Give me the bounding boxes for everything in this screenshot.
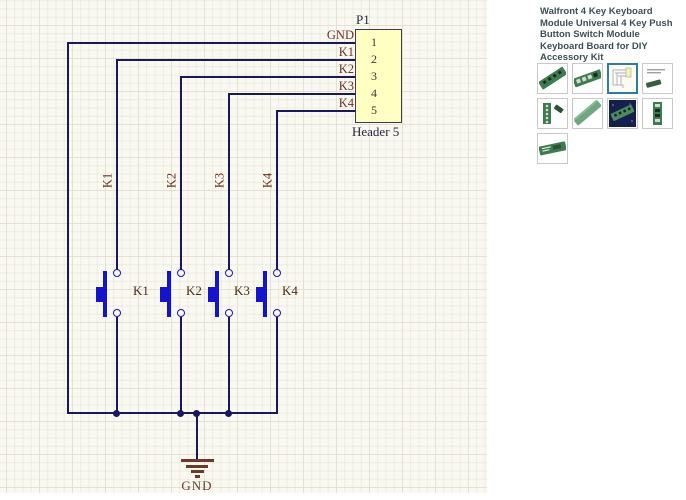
switch-bar-shape bbox=[215, 271, 219, 317]
wire-segment bbox=[116, 59, 118, 270]
thumbnail-pcb-with-header-pin-photo[interactable] bbox=[537, 98, 568, 129]
junction-dot bbox=[193, 410, 200, 417]
pin-number-2: 2 bbox=[371, 52, 377, 66]
wire-segment bbox=[228, 93, 230, 270]
ground-bar bbox=[191, 469, 204, 473]
thumbnail-dimensions-info-sheet[interactable] bbox=[642, 63, 673, 94]
switch-button-shape bbox=[256, 287, 263, 302]
wire-segment bbox=[276, 110, 278, 270]
wire-segment bbox=[116, 317, 118, 414]
switch-button-shape bbox=[208, 287, 215, 302]
net-label-k4-vertical: K4 bbox=[260, 172, 275, 189]
schematic-main-image[interactable]: K1 K2 K3 K4 K1 K2 K3 K4 P1 1 2 3 bbox=[0, 0, 487, 493]
wire-segment bbox=[68, 412, 278, 414]
pin-number-3: 3 bbox=[371, 69, 377, 83]
ground-label: GND bbox=[181, 478, 213, 493]
wire-segment bbox=[277, 110, 357, 112]
switch-terminal bbox=[273, 269, 281, 277]
switch-terminal bbox=[225, 269, 233, 277]
wire-segment bbox=[276, 317, 278, 414]
switch-terminal bbox=[177, 269, 185, 277]
ground-bar bbox=[195, 474, 200, 478]
junction-dot bbox=[177, 410, 184, 417]
thumbnail-pcb-dark-background-photo[interactable] bbox=[607, 98, 638, 129]
connector-designator: P1 bbox=[356, 12, 370, 27]
switch-label: K1 bbox=[133, 283, 149, 298]
wire-segment bbox=[196, 412, 198, 459]
net-label-k2: K2 bbox=[338, 62, 354, 76]
wire-segment bbox=[228, 317, 230, 414]
net-label-k1: K1 bbox=[338, 45, 354, 59]
switch-button-shape bbox=[160, 287, 167, 302]
wire-segment bbox=[68, 42, 357, 44]
junction-dot bbox=[113, 410, 120, 417]
switch-bar-shape bbox=[103, 271, 107, 317]
switch-label: K3 bbox=[234, 283, 250, 298]
switch-bar-shape bbox=[263, 271, 267, 317]
switch-bar-shape bbox=[167, 271, 171, 317]
net-label-gnd: GND bbox=[326, 28, 354, 42]
thumbnail-circuit-schematic-selected[interactable] bbox=[607, 63, 638, 94]
wire-segment bbox=[229, 93, 357, 95]
switch-terminal bbox=[273, 309, 281, 317]
connector-body bbox=[355, 29, 402, 123]
net-label-k2-vertical: K2 bbox=[164, 172, 179, 189]
pin-number-4: 4 bbox=[371, 86, 377, 100]
switch-button-shape bbox=[96, 287, 103, 302]
net-label-k1-vertical: K1 bbox=[100, 172, 115, 189]
ground-bar bbox=[186, 464, 208, 468]
thumbnail-pcb-angled-back-photo[interactable] bbox=[572, 63, 603, 94]
switch-terminal bbox=[113, 309, 121, 317]
pin-number-1: 1 bbox=[371, 35, 377, 49]
switch-label: K2 bbox=[186, 283, 202, 298]
net-label-k4: K4 bbox=[338, 96, 354, 110]
net-label-k3: K3 bbox=[338, 79, 354, 93]
switch-terminal bbox=[225, 309, 233, 317]
ground-bar bbox=[181, 459, 214, 462]
product-title: Walfront 4 Key Keyboard Module Universal… bbox=[540, 6, 673, 63]
wire-segment bbox=[181, 76, 357, 78]
wire-segment bbox=[67, 42, 69, 414]
thumbnail-gallery bbox=[537, 63, 683, 164]
thumbnail-pcb-angled-photo[interactable] bbox=[537, 63, 568, 94]
thumbnail-pcb-blank-angled-photo[interactable] bbox=[572, 98, 603, 129]
junction-dot bbox=[225, 410, 232, 417]
thumbnail-pcb-front-vertical-photo[interactable] bbox=[642, 98, 673, 129]
switch-terminal bbox=[113, 269, 121, 277]
wire-segment bbox=[117, 59, 357, 61]
switch-terminal bbox=[177, 309, 185, 317]
thumbnail-pcb-tilted-photo[interactable] bbox=[537, 133, 568, 164]
switch-label: K4 bbox=[282, 283, 298, 298]
pin-number-5: 5 bbox=[371, 103, 377, 117]
wire-segment bbox=[180, 76, 182, 270]
wire-segment bbox=[180, 317, 182, 414]
net-label-k3-vertical: K3 bbox=[212, 172, 227, 189]
connector-comment: Header 5 bbox=[352, 124, 400, 139]
